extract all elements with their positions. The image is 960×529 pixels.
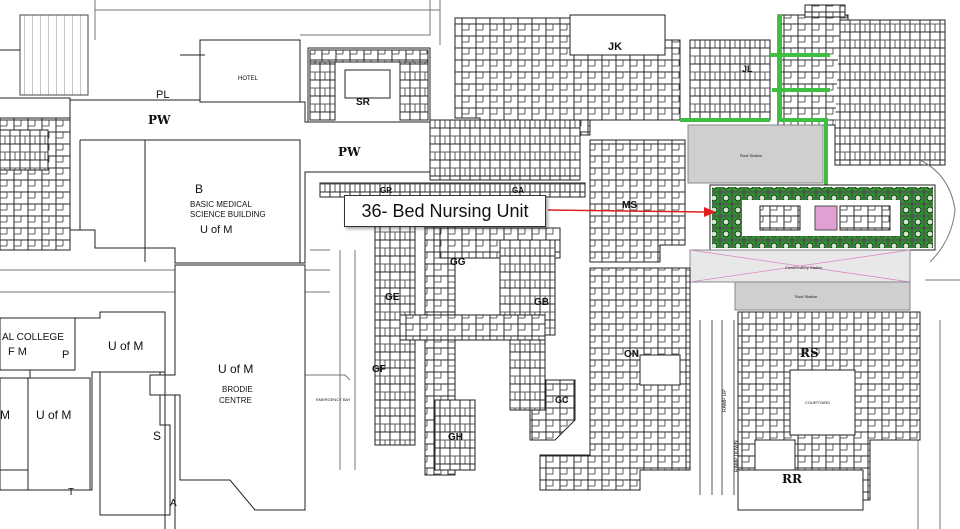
rs-rr-building — [737, 311, 921, 511]
label-pw-west: PW — [148, 113, 171, 127]
pw-building — [69, 99, 431, 264]
label-rr: RR — [782, 472, 803, 486]
label-conservatory: Conservatory Station — [785, 265, 822, 270]
label-on: ON — [624, 349, 639, 360]
label-jk: JK — [608, 41, 622, 53]
label-brodie-line1: BRODIE — [222, 385, 253, 394]
label-s: S — [153, 429, 161, 443]
label-rs: RS — [800, 346, 819, 360]
label-ms: MS — [622, 200, 637, 211]
parking-lot-nw — [0, 14, 89, 119]
label-gf: GF — [372, 364, 386, 375]
ne-building — [777, 4, 946, 166]
conservatory-band — [689, 249, 911, 311]
label-ramp-up: RAMP UP — [722, 389, 728, 412]
nursing-unit-36-bed — [709, 184, 936, 251]
label-jl: JL — [742, 64, 753, 74]
brodie-centre-building — [149, 264, 306, 529]
label-brodie-line2: CENTRE — [219, 396, 252, 405]
lower-left-campus — [0, 311, 171, 516]
nursing-unit-callout-label: 36- Bed Nursing Unit — [344, 195, 546, 227]
label-gb: GB — [534, 297, 549, 308]
label-pl: PL — [156, 89, 169, 101]
label-pw-center: PW — [338, 145, 361, 159]
on-building — [539, 267, 691, 491]
label-roof-station-2: Roof Station — [795, 294, 817, 299]
label-dental-line1: AL COLLEGE — [2, 332, 64, 343]
g-wing-complex — [374, 214, 576, 476]
ms-building — [429, 119, 686, 263]
emergency-bay-road — [305, 249, 356, 470]
label-ga: GA — [512, 186, 524, 195]
label-roof-station: Roof Station — [740, 153, 762, 158]
building-west-wing — [0, 117, 71, 251]
green-highlight-route — [680, 15, 830, 185]
label-hotel: HOTEL — [238, 76, 259, 82]
label-uofm-2: U of M — [36, 408, 71, 422]
label-bmsb-line3: U of M — [200, 224, 232, 236]
label-ramp-down: RAMP DOWN — [734, 440, 740, 472]
label-courtyard: COURTYARD — [805, 400, 830, 405]
label-p: P — [62, 349, 69, 361]
label-t: T — [68, 487, 74, 498]
label-ge: GE — [385, 292, 400, 303]
label-bmsb-line2: SCIENCE BUILDING — [190, 210, 266, 219]
sr-building — [307, 47, 431, 123]
label-a: A — [170, 498, 177, 509]
label-dental-line2: F M — [8, 346, 27, 358]
label-m: M — [0, 408, 10, 422]
roof-station-area — [687, 124, 824, 184]
label-gc: GC — [555, 395, 569, 405]
label-bmsb-line1: BASIC MEDICAL — [190, 200, 252, 209]
ramps — [699, 320, 735, 495]
hotel-building — [180, 39, 301, 103]
label-gh: GH — [448, 432, 463, 443]
label-gg: GG — [450, 257, 466, 268]
label-uofm-3: U of M — [218, 362, 253, 376]
label-b: B — [195, 182, 203, 196]
label-sr: SR — [356, 97, 371, 108]
label-uofm-1: U of M — [108, 339, 143, 353]
callout-arrow — [547, 207, 716, 217]
label-emergency-bay: EMERGENCY BAY — [316, 397, 351, 402]
jk-jl-buildings — [454, 14, 771, 136]
label-gr: GR — [380, 186, 392, 195]
